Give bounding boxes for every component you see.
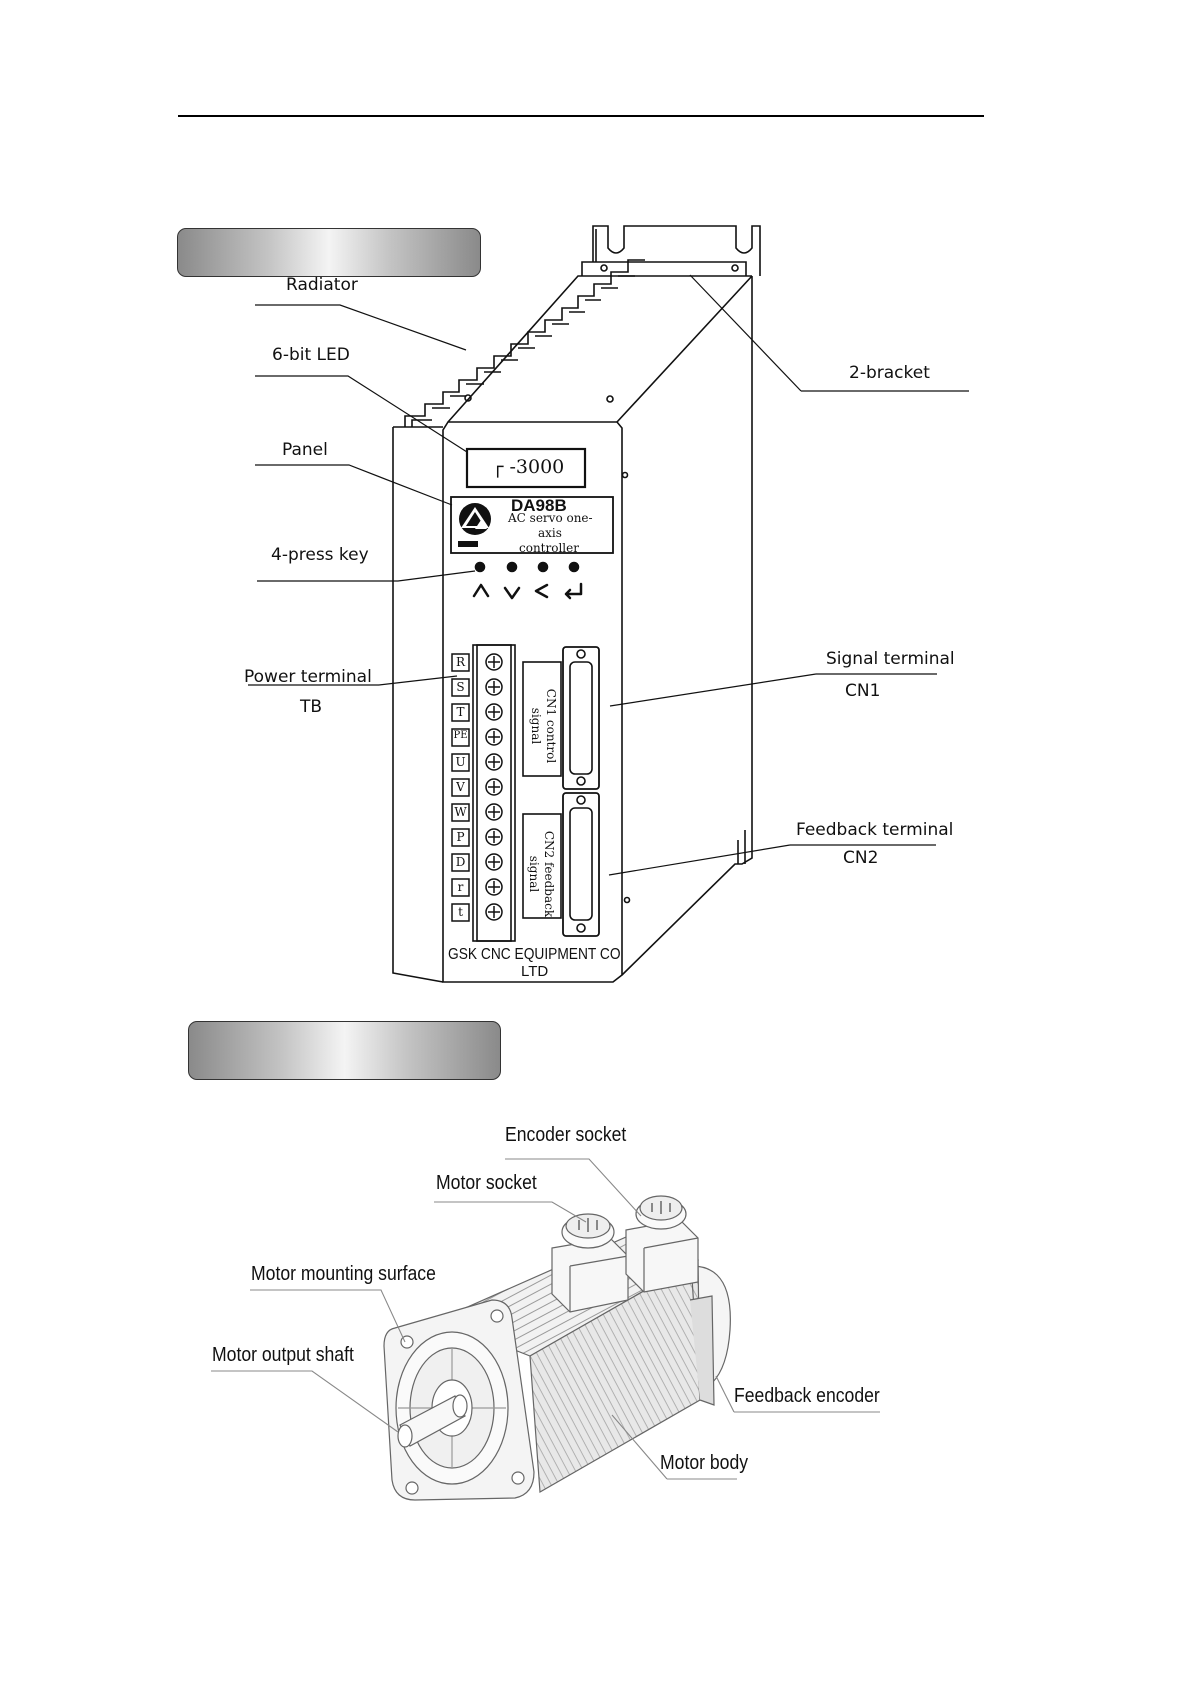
label-keys: 4-press key — [271, 545, 369, 565]
device-description-2: axis — [538, 526, 562, 540]
gsk-logo-icon — [458, 503, 491, 547]
arrow-up-icon — [472, 583, 490, 598]
manufacturer-line-2: LTD — [521, 963, 549, 980]
led-display-value: ┌ -3000 — [492, 456, 565, 478]
model-name: DA98B — [511, 496, 567, 515]
header-rule — [178, 115, 984, 117]
label-feedback-terminal-code: CN2 — [843, 848, 879, 868]
terminal-label: T — [456, 705, 465, 719]
manufacturer-line-1: GSK CNC EQUIPMENT CO — [448, 946, 621, 963]
device-description-1: AC servo one- — [508, 511, 593, 525]
label-feedback-encoder: Feedback encoder — [734, 1385, 880, 1407]
label-led: 6-bit LED — [272, 345, 350, 365]
label-panel: Panel — [282, 440, 328, 460]
terminal-label: D — [455, 855, 466, 869]
label-radiator: Radiator — [286, 275, 358, 295]
arrow-left-icon — [534, 583, 549, 599]
label-feedback-terminal: Feedback terminal — [796, 820, 954, 840]
section-banner-motor — [188, 1021, 501, 1080]
label-motor-socket: Motor socket — [436, 1172, 537, 1194]
terminal-label: R — [455, 655, 466, 669]
label-signal-terminal-code: CN1 — [845, 681, 881, 701]
label-encoder-socket: Encoder socket — [505, 1124, 627, 1146]
terminal-label: U — [455, 755, 466, 769]
label-motor-body: Motor body — [660, 1452, 749, 1474]
arrow-down-icon — [503, 586, 521, 600]
section-banner-controller — [177, 228, 481, 277]
label-power-terminal: Power terminal — [244, 667, 372, 687]
terminal-label: t — [458, 905, 463, 919]
enter-icon — [564, 582, 583, 600]
terminal-label: V — [456, 780, 465, 794]
label-mounting-surface: Motor mounting surface — [251, 1263, 436, 1285]
terminal-label: PE — [453, 730, 468, 741]
terminal-label: S — [456, 680, 465, 694]
label-power-terminal-code: TB — [300, 697, 323, 717]
device-description-3: controller — [519, 541, 579, 555]
label-output-shaft: Motor output shaft — [212, 1344, 354, 1366]
terminal-label: W — [454, 805, 467, 819]
terminal-label: P — [456, 830, 465, 844]
terminal-label: r — [457, 880, 464, 894]
label-bracket: 2-bracket — [849, 363, 930, 383]
label-signal-terminal: Signal terminal — [826, 649, 955, 669]
